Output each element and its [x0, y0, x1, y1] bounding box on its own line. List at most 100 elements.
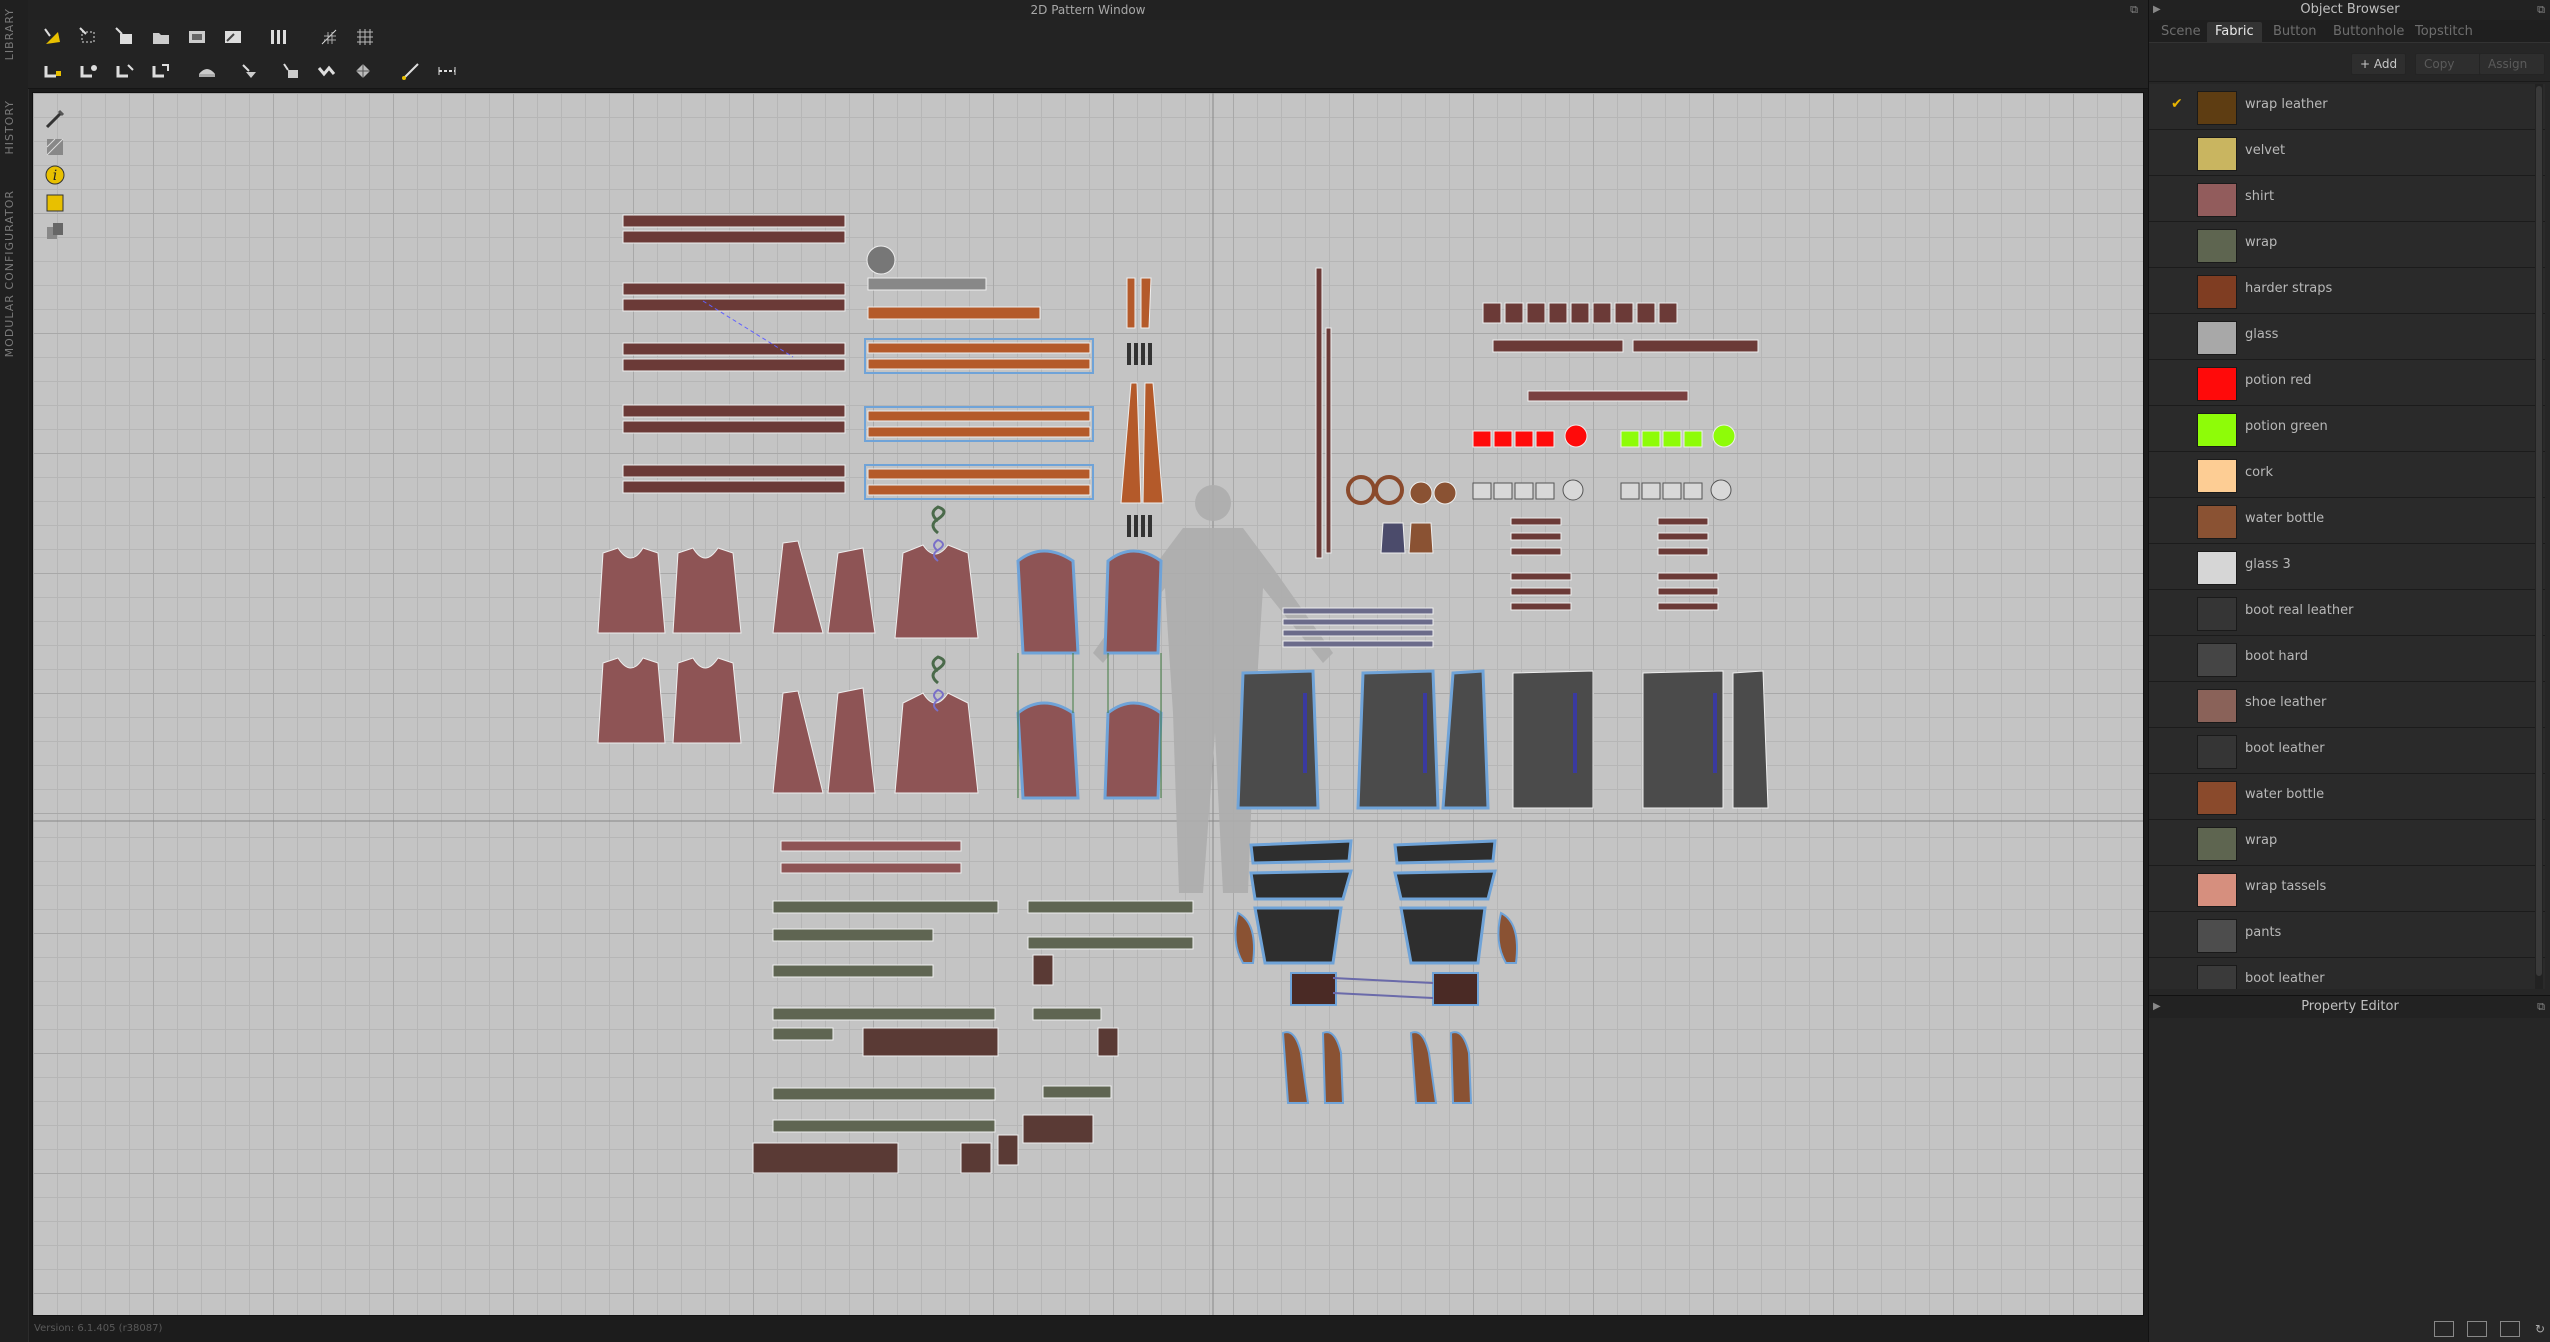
fabric-list-item[interactable]: water bottle	[2149, 498, 2545, 544]
fabric-list-item[interactable]: potion red	[2149, 360, 2545, 406]
m-n-sewing-icon[interactable]	[114, 60, 136, 82]
fabric-list-item[interactable]: wrap tassels	[2149, 866, 2545, 912]
measure-line-icon[interactable]	[400, 60, 422, 82]
maximize-icon[interactable]: ⧉	[2537, 3, 2545, 16]
fabric-list-item[interactable]: cork	[2149, 452, 2545, 498]
fabric-swatch[interactable]	[2197, 183, 2237, 217]
view-color-icon[interactable]	[43, 191, 67, 215]
shirt-pieces	[597, 540, 979, 794]
fabric-swatch[interactable]	[2197, 459, 2237, 493]
fabric-list-item[interactable]: shirt	[2149, 176, 2545, 222]
fabric-list-item[interactable]: harder straps	[2149, 268, 2545, 314]
single-view-icon[interactable]	[2433, 1320, 2454, 1337]
fabric-name: shoe leather	[2245, 695, 2327, 710]
view-info-icon[interactable]: i	[43, 163, 67, 187]
symmetric-pleat-icon[interactable]	[352, 60, 374, 82]
tab-buttonhole[interactable]: Buttonhole	[2333, 24, 2405, 39]
fabric-swatch[interactable]	[2197, 919, 2237, 953]
copy-button[interactable]: Copy	[2415, 53, 2481, 75]
fabric-list-item[interactable]: water bottle	[2149, 774, 2545, 820]
fabric-list-item[interactable]: boot leather	[2149, 728, 2545, 774]
fabric-list-item[interactable]: boot real leather	[2149, 590, 2545, 636]
fabric-swatch[interactable]	[2197, 873, 2237, 907]
tab-button[interactable]: Button	[2273, 24, 2317, 39]
maximize-icon[interactable]: ⧉	[2537, 1000, 2545, 1013]
fabric-swatch[interactable]	[2197, 91, 2237, 125]
tab-fabric[interactable]: Fabric	[2207, 22, 2262, 42]
fabric-list-item[interactable]: potion green	[2149, 406, 2545, 452]
fabric-list-item[interactable]: boot leather	[2149, 958, 2545, 989]
check-sewing-icon[interactable]	[150, 60, 172, 82]
split-view-icon[interactable]	[2466, 1320, 2487, 1337]
pattern-canvas[interactable]: i	[32, 92, 2144, 1316]
view-texture-icon[interactable]	[43, 135, 67, 159]
view-pen-icon[interactable]	[43, 107, 67, 131]
fabric-name: water bottle	[2245, 787, 2325, 802]
fabric-swatch[interactable]	[2197, 413, 2237, 447]
cork-strap-stacks	[1510, 517, 1719, 611]
fabric-list-item[interactable]: glass	[2149, 314, 2545, 360]
fabric-list-item[interactable]: pants	[2149, 912, 2545, 958]
free-sewing-icon[interactable]	[78, 60, 100, 82]
fabric-swatch[interactable]	[2197, 551, 2237, 585]
scrollbar-thumb[interactable]	[2536, 86, 2542, 976]
fabric-swatch[interactable]	[2197, 275, 2237, 309]
modular-configurator-tab[interactable]: MODULAR CONFIGURATOR	[3, 190, 16, 358]
grid-icon[interactable]	[354, 26, 376, 48]
fabric-list-item[interactable]: boot hard	[2149, 636, 2545, 682]
view-layers-icon[interactable]	[43, 219, 67, 243]
fabric-name: cork	[2245, 465, 2273, 480]
fabric-swatch[interactable]	[2197, 505, 2237, 539]
measure-length-icon[interactable]	[436, 60, 458, 82]
transform-pattern-icon[interactable]	[42, 26, 64, 48]
fabric-name: potion green	[2245, 419, 2328, 434]
grid-fold-icon[interactable]	[318, 26, 340, 48]
tab-scene[interactable]: Scene	[2161, 24, 2201, 39]
segment-sewing-icon[interactable]	[42, 60, 64, 82]
add-button[interactable]: + Add	[2351, 53, 2407, 75]
fabric-swatch[interactable]	[2197, 229, 2237, 263]
fabric-list-item[interactable]: velvet	[2149, 130, 2545, 176]
rectangle-icon[interactable]	[222, 26, 244, 48]
fabric-swatch[interactable]	[2197, 597, 2237, 631]
collapse-arrow-icon[interactable]: ▶	[2153, 1001, 2161, 1012]
internal-line-icon[interactable]	[268, 26, 290, 48]
fabric-name: wrap leather	[2245, 97, 2328, 112]
fabric-swatch[interactable]	[2197, 367, 2237, 401]
fabric-swatch[interactable]	[2197, 643, 2237, 677]
fabric-swatch[interactable]	[2197, 781, 2237, 815]
fabric-list-item[interactable]: wrap	[2149, 820, 2545, 866]
vest-pieces	[1236, 669, 1490, 810]
fold-arrangement-icon[interactable]	[280, 60, 302, 82]
fabric-swatch[interactable]	[2197, 321, 2237, 355]
fabric-swatch[interactable]	[2197, 689, 2237, 723]
fabric-swatch[interactable]	[2197, 965, 2237, 989]
edit-curvature-icon[interactable]	[114, 26, 136, 48]
pleat-icon[interactable]	[316, 60, 338, 82]
fabric-list-item[interactable]: ✔wrap leather	[2149, 84, 2545, 130]
pattern-folder-icon[interactable]	[150, 26, 172, 48]
assign-button[interactable]: Assign	[2479, 53, 2545, 75]
fabric-swatch[interactable]	[2197, 137, 2237, 171]
fabric-list-scrollbar[interactable]	[2535, 84, 2543, 989]
arrangement-point-icon[interactable]	[238, 60, 260, 82]
polygon-icon[interactable]	[186, 26, 208, 48]
dual-view-icon[interactable]	[2499, 1320, 2520, 1337]
tack-icon[interactable]	[196, 60, 218, 82]
collapse-arrow-icon[interactable]: ▶	[2153, 4, 2161, 15]
maximize-icon[interactable]: ⧉	[2130, 3, 2138, 16]
fabric-name: pants	[2245, 925, 2282, 940]
fabric-list-item[interactable]: wrap	[2149, 222, 2545, 268]
history-tab[interactable]: HISTORY	[3, 100, 16, 155]
fabric-swatch[interactable]	[2197, 735, 2237, 769]
fabric-swatch[interactable]	[2197, 827, 2237, 861]
fabric-list-item[interactable]: shoe leather	[2149, 682, 2545, 728]
tab-topstitch[interactable]: Topstitch	[2415, 24, 2473, 39]
fabric-list-item[interactable]: glass 3	[2149, 544, 2545, 590]
refresh-icon[interactable]: ↻	[2534, 1322, 2545, 1336]
library-tab[interactable]: LIBRARY	[3, 8, 16, 61]
boot-pieces	[1249, 839, 1497, 965]
right-panel: ▶ Object Browser ⧉ Scene Fabric Button B…	[2148, 0, 2550, 1342]
edit-pattern-icon[interactable]	[78, 26, 100, 48]
pattern-pieces-layer	[33, 93, 2143, 1315]
